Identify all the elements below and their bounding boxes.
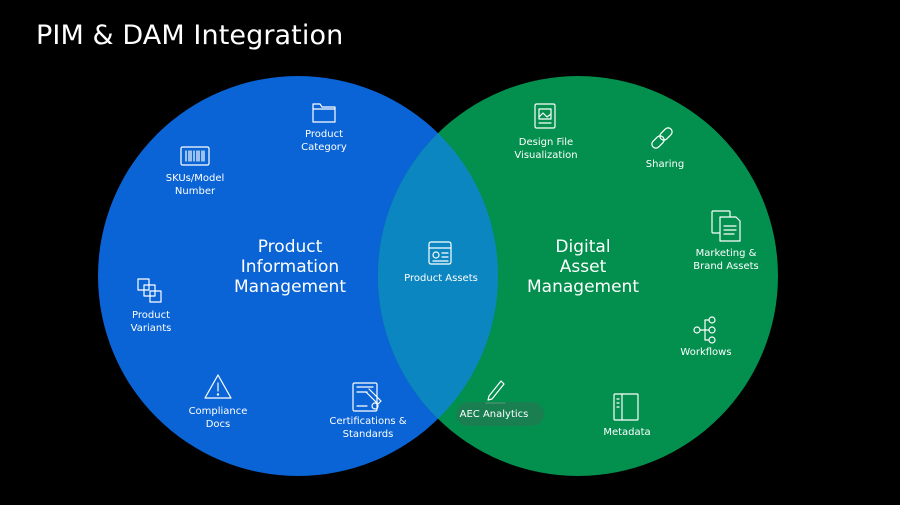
label-product-category: Product Category: [301, 129, 347, 153]
label-aec-analytics: AEC Analytics: [459, 409, 529, 420]
label-product-variants: Product Variants: [130, 310, 172, 334]
warning-icon: [204, 374, 232, 399]
barcode-icon: [180, 146, 210, 166]
label-design-file-visualization: Design File Visualization: [514, 137, 578, 161]
certificate-icon: [352, 382, 382, 412]
image-file-icon: [534, 103, 556, 129]
dam-title: Digital Asset Management: [527, 237, 639, 297]
label-product-assets: Product Assets: [404, 273, 478, 284]
workflow-icon: [693, 316, 716, 344]
pim-title: Product Information Management: [234, 237, 346, 297]
stacked-squares-icon: [137, 278, 162, 303]
label-sharing: Sharing: [645, 159, 685, 170]
aec-analytics-tag-background: [456, 402, 544, 426]
label-compliance-docs: Compliance Docs: [188, 406, 248, 430]
link-icon: [651, 127, 673, 149]
folder-icon: [312, 103, 336, 123]
label-metadata: Metadata: [603, 427, 651, 438]
pim-circle: [98, 76, 498, 476]
documents-icon: [711, 210, 741, 242]
metadata-icon: [613, 393, 639, 421]
dashboard-icon: [428, 241, 452, 265]
label-workflows: Workflows: [680, 347, 732, 358]
label-marketing-brand-assets: Marketing & Brand Assets: [693, 248, 759, 272]
page-title: PIM & DAM Integration: [36, 20, 344, 51]
label-certifications-standards: Certifications & Standards: [329, 416, 407, 440]
dam-circle: [378, 76, 778, 476]
label-skus-model-number: SKUs/Model Number: [165, 173, 225, 197]
